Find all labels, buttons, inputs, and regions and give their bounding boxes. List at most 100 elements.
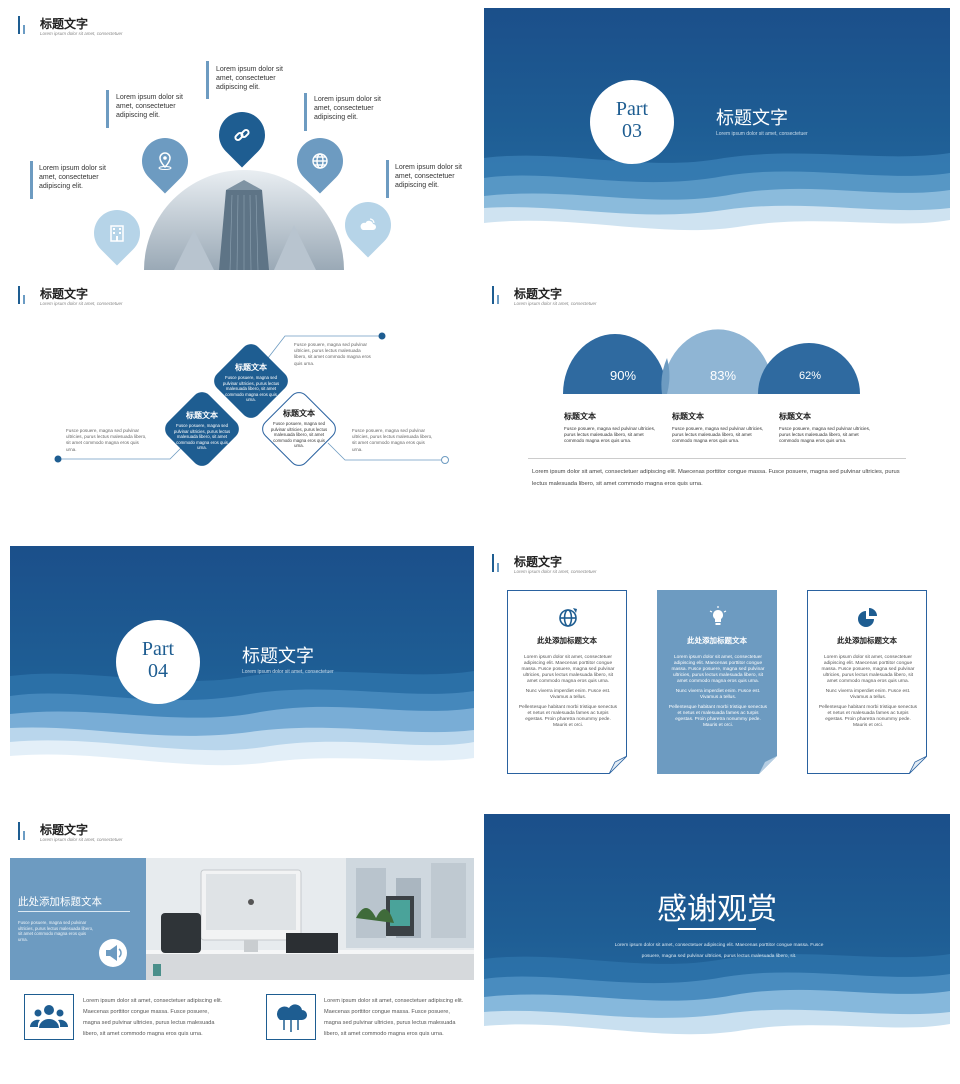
slide-subtitle: Lorem ipsum dolor sit amet, consectetuer [40, 837, 123, 842]
slide-title: 标题文字 [514, 555, 563, 569]
side-text-top: Fusce posuere, magna sed pulvinar ultric… [294, 342, 371, 366]
pin-1[interactable] [84, 200, 150, 266]
part-subtitle: Lorem ipsum dolor sit amet, consectetuer [242, 669, 334, 675]
slide-icons-arc[interactable]: 标题文字 Lorem ipsum dolor sit amet, consect… [10, 8, 474, 270]
panel-title: 此处添加标题文本 [18, 896, 102, 908]
slide-subtitle: Lorem ipsum dolor sit amet, consectetuer [40, 31, 123, 36]
diamond-3-content: 标题文本 Fusce posuere, magna sed pulvinar u… [268, 408, 330, 449]
col-3-title: 标题文本 [779, 412, 811, 421]
col-2-text: Fusce posuere, magna sed pulvinar ultric… [672, 426, 764, 444]
slide-subtitle: Lorem ipsum dolor sit amet, consectetuer [514, 301, 597, 306]
page-fold-icon [759, 756, 777, 774]
card-title: 此处添加标题文本 [837, 636, 897, 645]
pin-5[interactable] [335, 192, 401, 258]
watercolor-wave-bg [10, 546, 474, 808]
percent-3: 62% [799, 370, 822, 382]
card-para-2: Nunc viverra imperdiet enim. Fusce est. … [675, 689, 761, 700]
part-circle: Part 04 [116, 620, 200, 704]
card-title: 此处添加标题文本 [687, 636, 747, 645]
slide-subtitle: Lorem ipsum dolor sit amet, consectetuer [514, 569, 597, 574]
semicircle-gauges [563, 329, 860, 394]
cloud-wifi-icon [345, 202, 391, 248]
card-1[interactable]: 此处添加标题文本 Lorem ipsum dolor sit amet, con… [507, 590, 627, 774]
office-desk-photo [146, 858, 474, 980]
globe-rocket-icon [559, 608, 577, 627]
slide-title: 标题文字 [514, 287, 563, 301]
watercolor-wave-bg [484, 814, 950, 1076]
part-title: 标题文字 [716, 108, 788, 128]
footer-text: Lorem ipsum dolor sit amet, consectetuer… [532, 469, 900, 487]
card-3[interactable]: 此处添加标题文本 Lorem ipsum dolor sit amet, con… [807, 590, 927, 774]
slide-title: 标题文字 [40, 287, 89, 301]
col-2-title: 标题文本 [672, 412, 704, 421]
diamond-3-title: 标题文本 [283, 409, 315, 418]
card-para-1: Lorem ipsum dolor sit amet, consectetuer… [521, 655, 615, 684]
header-bars-icon [18, 286, 32, 304]
card-title: 此处添加标题文本 [537, 636, 597, 645]
slide-title: 标题文字 [40, 17, 89, 31]
slide-part-03[interactable]: Part 03 标题文字 Lorem ipsum dolor sit amet,… [484, 8, 950, 270]
card-para-1: Lorem ipsum dolor sit amet, consectetuer… [821, 655, 915, 684]
percent-2: 83% [710, 368, 737, 383]
text-bar [206, 61, 209, 99]
panel-text: Fusce posuere, magna sed pulvinar ultric… [18, 920, 94, 942]
slide-diamonds[interactable]: 标题文字 Lorem ipsum dolor sit amet, consect… [10, 278, 474, 540]
col-1-text: Fusce posuere, magna sed pulvinar ultric… [564, 426, 656, 444]
card-para-3: Pellentesque habitant morbi tristique se… [518, 705, 618, 728]
slide-office-photo[interactable]: 标题文字 Lorem ipsum dolor sit amet, consect… [10, 814, 474, 1076]
slide-percentages[interactable]: 标题文字 Lorem ipsum dolor sit amet, consect… [484, 278, 950, 540]
pin-3[interactable] [209, 102, 275, 168]
slide-thanks[interactable]: 感谢观赏 Lorem ipsum dolor sit amet, consect… [484, 814, 950, 1076]
divider [528, 458, 906, 459]
location-pin-icon [142, 138, 188, 184]
building-photo [144, 170, 344, 270]
card-body: Lorem ipsum dolor sit amet, consectetuer… [668, 655, 768, 729]
col-3-text: Fusce posuere, magna sed pulvinar ultric… [779, 426, 871, 444]
page-fold-icon [909, 756, 927, 774]
item-3-text: Lorem ipsum dolor sit amet, consectetuer… [216, 66, 283, 91]
item-5-text: Lorem ipsum dolor sit amet, consectetuer… [395, 164, 462, 189]
building-icon [94, 210, 140, 256]
panel-divider [18, 911, 130, 912]
header-bars-icon [492, 554, 506, 572]
part-title: 标题文字 [242, 646, 314, 666]
cloud-network-icon [266, 994, 316, 1040]
part-label: Part [141, 638, 175, 660]
text-bar [304, 93, 307, 131]
header-bars-icon [18, 822, 32, 840]
diamond-2-title: 标题文本 [186, 411, 218, 420]
diamond-3-text: Fusce posuere, magna sed pulvinar ultric… [270, 421, 328, 448]
link-icon [219, 112, 265, 158]
pin-2[interactable] [132, 128, 198, 194]
card-para-2: Nunc viverra imperdiet enim. Fusce est. … [525, 689, 611, 700]
slide-title: 标题文字 [40, 823, 89, 837]
blue-panel: 此处添加标题文本 Fusce posuere, magna sed pulvin… [10, 858, 146, 980]
slide-three-cards[interactable]: 标题文字 Lorem ipsum dolor sit amet, consect… [484, 546, 950, 808]
header-bars-icon [18, 16, 32, 34]
item-4-text: Lorem ipsum dolor sit amet, consectetuer… [314, 96, 381, 121]
slide-subtitle: Lorem ipsum dolor sit amet, consectetuer [40, 301, 123, 306]
thanks-text: Lorem ipsum dolor sit amet, consectetuer… [614, 943, 824, 959]
item-1-text: Lorem ipsum dolor sit amet, consectetuer… [39, 165, 106, 190]
slide-part-04[interactable]: Part 04 标题文字 Lorem ipsum dolor sit amet,… [10, 546, 474, 808]
users-icon [24, 994, 74, 1040]
pin-4[interactable] [287, 128, 353, 194]
percent-1: 90% [610, 368, 637, 383]
text-bar [106, 90, 109, 128]
header-bars-icon [492, 286, 506, 304]
diamond-1-text: Fusce posuere, magna sed pulvinar ultric… [222, 375, 280, 402]
part-subtitle: Lorem ipsum dolor sit amet, consectetuer [716, 131, 808, 137]
diamond-1-title: 标题文本 [235, 363, 267, 372]
diamond-2-text: Fusce posuere, magna sed pulvinar ultric… [173, 423, 231, 450]
globe-icon [297, 138, 343, 184]
card-para-3: Pellentesque habitant morbi tristique se… [668, 705, 768, 728]
thanks-title: 感谢观赏 [657, 893, 777, 926]
part-circle: Part 03 [590, 80, 674, 164]
card-body: Lorem ipsum dolor sit amet, consectetuer… [818, 655, 918, 729]
card-2[interactable]: 此处添加标题文本 Lorem ipsum dolor sit amet, con… [657, 590, 777, 774]
diamond-2-content: 标题文本 Fusce posuere, magna sed pulvinar u… [171, 410, 233, 451]
card-para-2: Nunc viverra imperdiet enim. Fusce est. … [825, 689, 911, 700]
part-number: 04 [148, 660, 168, 682]
watercolor-wave-bg [484, 8, 950, 270]
item-2-text: Lorem ipsum dolor sit amet, consectetuer… [116, 94, 183, 119]
